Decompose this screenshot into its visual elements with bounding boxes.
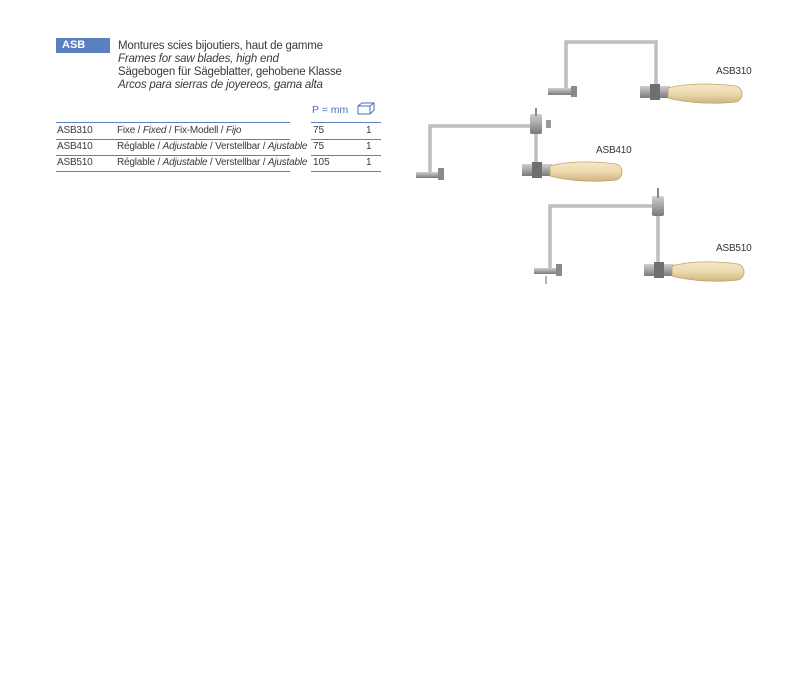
row-code: ASB310 [57, 125, 93, 136]
row-p: 75 [313, 125, 325, 136]
table-row-values: 105 1 [311, 156, 381, 172]
table-row: ASB510 Réglable / Adjustable / Verstellb… [56, 156, 307, 172]
table-row: ASB410 Réglable / Adjustable / Verstellb… [56, 140, 307, 156]
row-description: Réglable / Adjustable / Verstellbar / Aj… [117, 157, 308, 168]
series-titles: Montures scies bijoutiers, haut de gamme… [118, 40, 342, 92]
row-qty: 1 [366, 157, 372, 168]
row-p: 75 [313, 141, 325, 152]
row-code: ASB410 [57, 141, 93, 152]
title-de: Sägebogen für Sägeblatter, gehobene Klas… [118, 66, 342, 78]
row-description: Fixe / Fixed / Fix-Modell / Fijo [117, 125, 242, 136]
title-es: Arcos para sierras de joyereos, gama alt… [118, 79, 323, 91]
table-row-values: 75 1 [311, 140, 381, 156]
box-icon [357, 102, 375, 120]
row-p: 105 [313, 157, 330, 168]
table-top-rule-right [311, 122, 381, 123]
table-row-values: 75 1 [311, 124, 381, 140]
title-fr: Montures scies bijoutiers, haut de gamme [118, 40, 323, 52]
row-description: Réglable / Adjustable / Verstellbar / Aj… [117, 141, 308, 152]
asb310-saw-image [548, 40, 743, 104]
product-label-asb410: ASB410 [596, 145, 632, 156]
column-header-p: P = mm [312, 104, 349, 116]
product-label-asb310: ASB310 [716, 66, 752, 77]
table-row: ASB310 Fixe / Fixed / Fix-Modell / Fijo [56, 124, 290, 140]
product-label-asb510: ASB510 [716, 243, 752, 254]
row-qty: 1 [366, 125, 372, 136]
series-badge: ASB [56, 38, 110, 53]
asb410-saw-image [416, 108, 623, 182]
title-en: Frames for saw blades, high end [118, 53, 279, 65]
row-code: ASB510 [57, 157, 93, 168]
table-top-rule [56, 122, 290, 123]
row-qty: 1 [366, 141, 372, 152]
asb510-saw-image [534, 188, 745, 284]
